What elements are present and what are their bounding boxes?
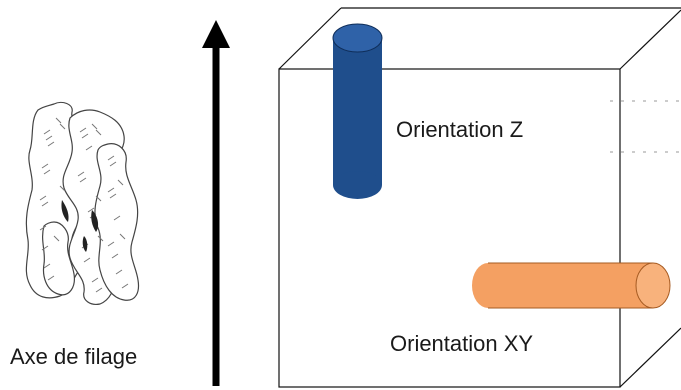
fiber-sketch-illustration	[25, 101, 140, 305]
cube-hidden-edges	[610, 100, 681, 153]
spinning-axis-arrow	[202, 20, 230, 386]
fiber-sketch-shadows	[61, 200, 99, 252]
orientation-xy-label: Orientation XY	[390, 331, 534, 356]
cylinder-xy	[472, 262, 671, 309]
cube-wireframe	[278, 7, 681, 388]
spinning-axis-label: Axe de filage	[10, 344, 138, 369]
cylinder-z	[332, 23, 383, 199]
orientation-z-label: Orientation Z	[396, 117, 524, 142]
